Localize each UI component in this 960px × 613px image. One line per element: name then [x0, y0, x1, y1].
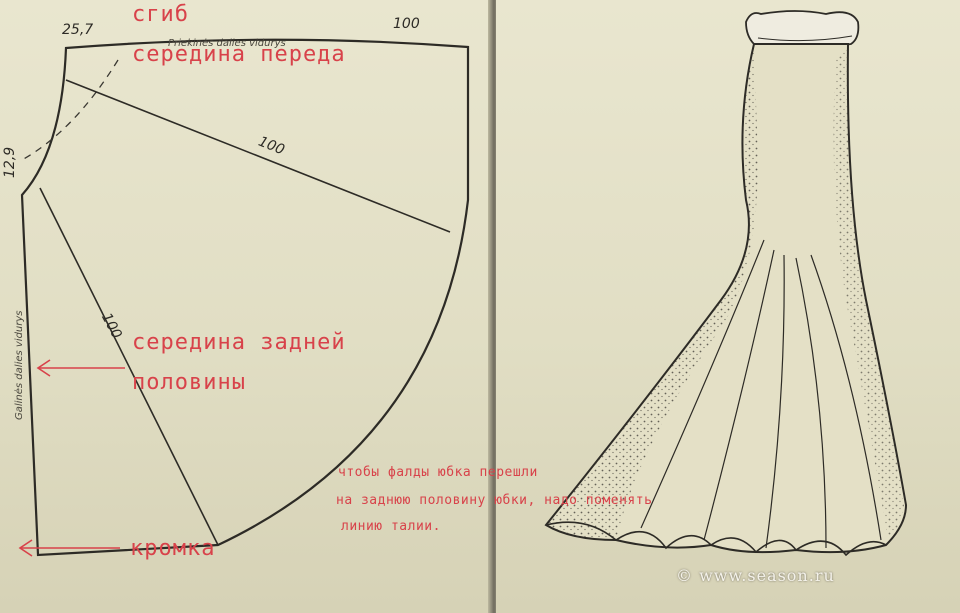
printed-text-side: Galinės dalies vidurys — [14, 310, 25, 420]
dashed-waist-line — [21, 59, 119, 161]
note-line-3: линию талии. — [341, 519, 441, 534]
note-line-2: на заднюю половину юбки, надо поменять — [336, 493, 653, 508]
pattern-page: 25,7 100 100 100 12,9 Priekinės dalies v… — [0, 0, 492, 613]
note-line-1: чтобы фалды юбка перешли — [338, 465, 538, 480]
arrow-center-back — [36, 359, 125, 377]
waist-width-label: 25,7 — [62, 22, 94, 38]
pattern-outline — [20, 38, 470, 557]
skirt-fold-lines — [640, 239, 882, 549]
skirt-pattern-drawing — [18, 38, 470, 557]
waistband — [745, 10, 860, 49]
illustration-page: чтобы фалды юбка перешли на заднюю полов… — [336, 0, 960, 613]
skirt-illustration — [544, 10, 908, 557]
site-watermark: © www.season.ru — [676, 566, 835, 585]
printed-text-top: Priekinės dalies vidurys — [168, 38, 286, 49]
top-length-label: 100 — [393, 16, 420, 32]
fold-annotation: сгиб — [132, 2, 189, 27]
hem-annotation: кромка — [130, 536, 216, 561]
radial-line-center-back — [39, 187, 219, 546]
side-depth-label: 12,9 — [2, 146, 18, 178]
center-back-annotation-line1: середина задней — [132, 330, 346, 355]
radial-line-top — [65, 79, 451, 233]
arrow-hem — [18, 539, 120, 557]
center-back-annotation-line2: половины — [132, 370, 246, 395]
center-front-annotation: середина переда — [132, 42, 346, 67]
skirt-hem — [545, 521, 887, 557]
